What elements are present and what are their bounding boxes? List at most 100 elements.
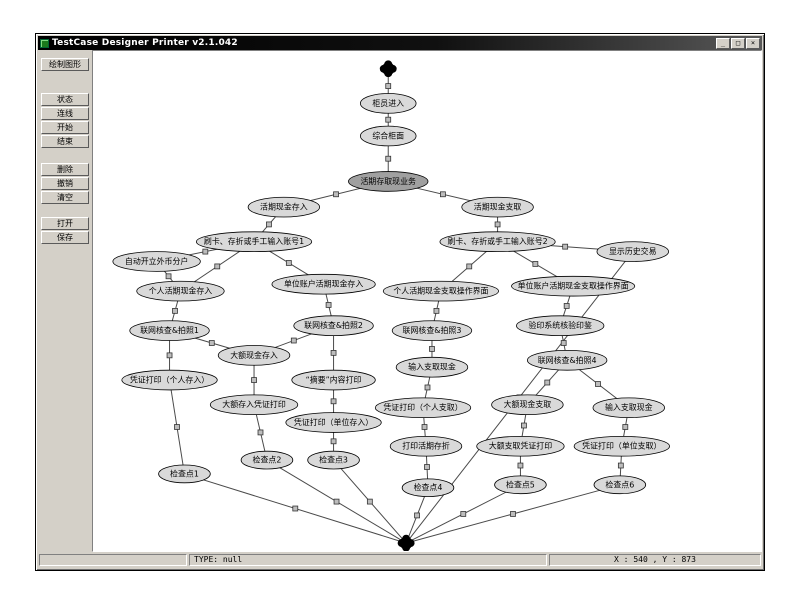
edge-handle[interactable] xyxy=(257,429,264,436)
tool-button-connector[interactable]: 连线 xyxy=(41,107,89,120)
edge-handle[interactable] xyxy=(421,424,428,430)
node-check1[interactable]: 联网核查&拍照1 xyxy=(129,320,210,341)
tool-button-open[interactable]: 打开 xyxy=(41,217,89,230)
close-button[interactable]: × xyxy=(746,37,760,49)
edge-handle[interactable] xyxy=(266,221,272,228)
edge-handle[interactable] xyxy=(330,350,337,356)
node-wd[interactable]: 活期现金支取 xyxy=(461,196,534,218)
tool-button-clear[interactable]: 清空 xyxy=(41,191,89,204)
edge-handle[interactable] xyxy=(617,462,624,469)
node-uwd[interactable]: 单位账户活期现金支取操作界面 xyxy=(511,275,636,297)
edge-handle[interactable] xyxy=(494,221,501,228)
edge-handle[interactable] xyxy=(424,464,430,470)
node-label: 刷卡、存折或手工输入账号2 xyxy=(447,236,547,246)
edge-handle[interactable] xyxy=(414,512,420,519)
start-node[interactable] xyxy=(379,60,397,78)
edge-handle[interactable] xyxy=(165,273,172,280)
diagram-canvas[interactable]: 柜员进入综合柜面活期存取现业务活期现金存入 活期现金支取刷卡、存折或手工输入账号1… xyxy=(92,50,762,552)
tool-button-state[interactable]: 状态 xyxy=(41,93,89,106)
node-acct1[interactable]: 刷卡、存折或手工输入账号1 xyxy=(195,231,313,252)
edge-handle[interactable] xyxy=(521,422,527,429)
node-udep[interactable]: 单位账户活期现金存入 xyxy=(271,273,376,295)
edge-handle[interactable] xyxy=(325,302,332,308)
edge-handle[interactable] xyxy=(562,243,569,250)
tool-button-undo[interactable]: 撤销 xyxy=(41,177,89,190)
edge-handle[interactable] xyxy=(172,308,178,314)
tool-button-start[interactable]: 开始 xyxy=(41,121,89,134)
edge-handle[interactable] xyxy=(333,191,339,198)
edge-handle[interactable] xyxy=(460,511,467,517)
edge-handle[interactable] xyxy=(330,438,337,445)
edge-handle[interactable] xyxy=(424,384,431,391)
edge-handle[interactable] xyxy=(202,248,209,255)
node-history[interactable]: 显示历史交易 xyxy=(596,241,669,262)
node-vprintuwd[interactable]: 凭证打印（单位支取） xyxy=(573,435,670,457)
node-acct2[interactable]: 刷卡、存折或手工输入账号2 xyxy=(439,231,556,252)
edge-handle[interactable] xyxy=(440,191,446,198)
node-check3[interactable]: 联网核查&拍照3 xyxy=(391,320,473,341)
end-node[interactable] xyxy=(397,534,415,551)
edge-handle[interactable] xyxy=(385,155,392,162)
node-bigdep[interactable]: 大额现金存入 xyxy=(217,345,291,366)
edge-handle[interactable] xyxy=(517,462,524,469)
edge-handle[interactable] xyxy=(560,340,567,346)
edge-handle[interactable] xyxy=(429,346,435,352)
edge-handle[interactable] xyxy=(595,381,601,387)
node-vprintpwd[interactable]: 凭证打印（个人支取） xyxy=(374,397,472,418)
edge-handle[interactable] xyxy=(466,263,473,270)
node-label: 检查点2 xyxy=(253,455,282,465)
edge-handle[interactable] xyxy=(544,379,551,386)
node-check4[interactable]: 联网核查&拍照4 xyxy=(527,350,608,371)
edge-handle[interactable] xyxy=(214,263,221,270)
node-cp6[interactable]: 检查点6 xyxy=(593,475,647,495)
node-cp5[interactable]: 检查点5 xyxy=(494,475,547,495)
edge-handle[interactable] xyxy=(532,261,539,267)
edge-handle[interactable] xyxy=(174,424,180,430)
edge-handle[interactable] xyxy=(563,303,570,309)
node-bigwd[interactable]: 大额现金支取 xyxy=(491,394,564,416)
edge-handle[interactable] xyxy=(208,340,215,346)
edge-handle[interactable] xyxy=(166,352,173,359)
node-biz[interactable]: 活期存取现业务 xyxy=(348,171,429,192)
maximize-button[interactable]: □ xyxy=(731,37,745,49)
node-inputwd2[interactable]: 输入支取现金 xyxy=(592,397,665,418)
minimize-button[interactable]: _ xyxy=(716,37,730,49)
tool-button-save[interactable]: 保存 xyxy=(41,231,89,244)
node-bigdepprint[interactable]: 大额存入凭证打印 xyxy=(209,394,299,416)
node-cp1[interactable]: 检查点1 xyxy=(158,464,211,484)
node-counter[interactable]: 综合柜面 xyxy=(360,125,417,147)
edge-handle[interactable] xyxy=(290,337,297,344)
node-vprintpdep[interactable]: 凭证打印（个人存入） xyxy=(121,369,218,391)
node-seal[interactable]: 验印系统核验印鉴 xyxy=(516,315,605,336)
node-pwd[interactable]: 个人活期现金支取操作界面 xyxy=(382,280,499,302)
edge-handle[interactable] xyxy=(330,398,337,405)
node-cp3[interactable]: 检查点3 xyxy=(307,450,360,470)
tool-button-end[interactable]: 结束 xyxy=(41,135,89,148)
edge-handle[interactable] xyxy=(251,377,257,383)
node-cp4[interactable]: 检查点4 xyxy=(401,478,455,498)
node-inputwd[interactable]: 输入支取现金 xyxy=(395,356,469,378)
tool-button-draw-graphics[interactable]: 绘制图形 xyxy=(41,58,89,71)
node-vprintudep[interactable]: 凭证打印（单位存入） xyxy=(285,412,382,433)
node-summary[interactable]: “摘要”内容打印 xyxy=(291,369,376,391)
titlebar[interactable]: TestCase Designer Printer v2.1.042 _ □ × xyxy=(38,36,762,50)
node-foreign[interactable]: 自动开立外币分户 xyxy=(112,251,201,272)
edge-handle[interactable] xyxy=(285,260,292,266)
edge-handle[interactable] xyxy=(333,498,340,505)
edge-handle[interactable] xyxy=(510,511,516,517)
node-dep[interactable]: 活期现金存入 xyxy=(247,196,321,218)
node-check2[interactable]: 联网核查&拍照2 xyxy=(293,315,374,336)
edge-handle[interactable] xyxy=(385,83,392,89)
node-teller[interactable]: 柜员进入 xyxy=(360,93,417,114)
edge-handle[interactable] xyxy=(622,424,629,430)
node-pdep[interactable]: 个人活期现金存入 xyxy=(136,280,225,302)
edge-handle[interactable] xyxy=(433,308,440,314)
edge-handle[interactable] xyxy=(292,505,299,512)
edge-handle[interactable] xyxy=(366,498,373,505)
node-bigwdprint[interactable]: 大额支取凭证打印 xyxy=(476,435,565,457)
tool-button-delete[interactable]: 删除 xyxy=(41,163,89,176)
node-cp2[interactable]: 检查点2 xyxy=(240,450,294,470)
edge-handle[interactable] xyxy=(385,116,392,123)
node-passbook[interactable]: 打印活期存折 xyxy=(389,435,463,457)
